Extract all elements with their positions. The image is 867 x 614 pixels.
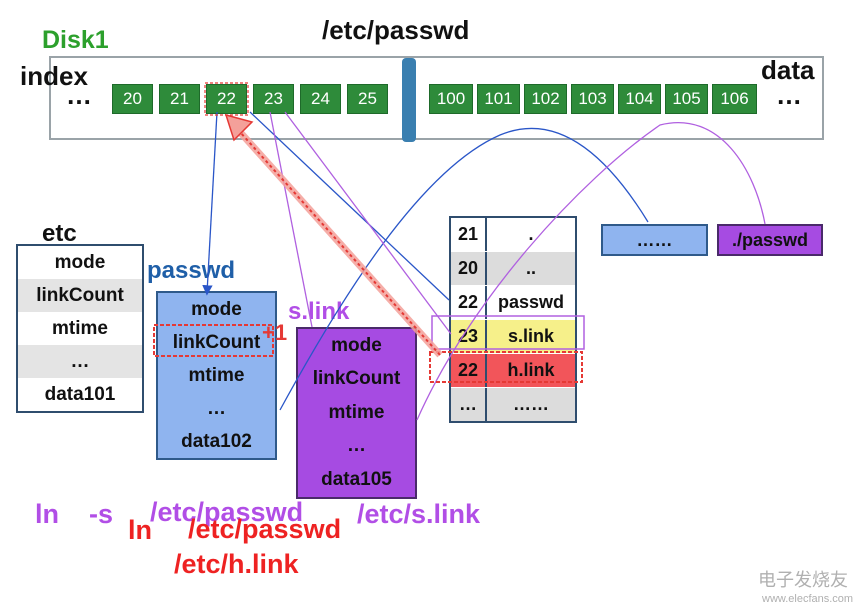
watermark-cn: 电子发烧友: [758, 570, 848, 590]
etc-directory-table: 21 . 20 .. 22 passwd 23 s.link 22 h.link…: [449, 216, 577, 423]
dir-entry-name: passwd: [497, 292, 565, 312]
dir-entry-name: ..: [525, 258, 536, 278]
hardlink-cmd-src: /etc/passwd: [188, 514, 342, 544]
data-label: data: [761, 55, 815, 85]
data-block: 101: [477, 84, 520, 114]
data-block: 103: [571, 84, 614, 114]
inode-field: mtime: [328, 401, 385, 423]
inode-field: data105: [321, 468, 392, 490]
inode-field: linkCount: [18, 279, 142, 312]
data-block: 105: [665, 84, 708, 114]
index-block: 23: [253, 84, 294, 114]
arrow-passwd-to-data102: [279, 127, 649, 411]
inode-field: data101: [44, 383, 116, 405]
linkcount-plus-one: +1: [262, 320, 288, 345]
index-block: 21: [159, 84, 200, 114]
inode-field: mtime: [52, 317, 108, 339]
dir-inode-num: 23: [451, 320, 487, 353]
arrow-block23-to-slink-row: [284, 111, 452, 335]
inode-field: …: [18, 345, 142, 378]
dir-entry: 22 h.link: [451, 353, 575, 387]
inode-field: mode: [54, 251, 106, 273]
inode-field: …: [207, 397, 226, 419]
passwd-inode-label: passwd: [147, 257, 236, 284]
inode-field: linkCount: [172, 331, 261, 353]
inode-field: mode: [191, 298, 242, 320]
dir-inode-num: 22: [451, 354, 487, 387]
arrow-slink-to-data105: [416, 122, 766, 421]
data105-content-box: ./passwd: [717, 224, 823, 256]
dir-inode-num: 20: [451, 252, 487, 285]
dir-entry-name: ……: [513, 394, 549, 414]
hlink-row-highlight: [429, 351, 583, 383]
symlink-cmd-ln: ln: [35, 499, 59, 529]
hardlink-cmd-dst: /etc/h.link: [174, 549, 299, 579]
dir-entry: 21 .: [451, 218, 575, 251]
dir-entry-name: s.link: [507, 326, 555, 346]
index-ellipsis: …: [66, 80, 92, 110]
disk-label: Disk1: [42, 26, 109, 54]
data-block: 104: [618, 84, 661, 114]
arrow-block23-to-slink-inode: [269, 111, 313, 328]
slink-inode: mode linkCount mtime … data105: [296, 327, 417, 499]
passwd-inode: mode linkCount mtime … data102: [156, 291, 277, 460]
index-block: 20: [112, 84, 153, 114]
inode-field: mode: [331, 334, 382, 356]
linkcount-highlight: [153, 324, 274, 357]
etc-dir-label: etc: [42, 220, 77, 247]
dir-entry: 23 s.link: [451, 319, 575, 353]
inode-field: mtime: [188, 364, 245, 386]
dir-entry: 20 ..: [451, 251, 575, 285]
symlink-cmd-flag: -s: [89, 499, 114, 529]
slink-inode-label: s.link: [288, 298, 350, 325]
data-block: 100: [429, 84, 473, 114]
arrow-block22-to-passwd-inode: [202, 111, 218, 296]
dir-inode-num: 21: [451, 218, 487, 251]
index-block: 24: [300, 84, 341, 114]
inode-field: …: [347, 435, 366, 457]
diagram-title: /etc/passwd: [322, 15, 470, 45]
dir-entry-name: .: [528, 224, 534, 244]
inode-field: linkCount: [312, 368, 401, 390]
index-label: index: [20, 61, 88, 91]
data-block: 102: [524, 84, 567, 114]
dir-entry-name: h.link: [507, 360, 555, 380]
watermark-url: www.elecfans.com: [762, 593, 854, 605]
data-ellipsis: …: [776, 80, 802, 110]
index-block: 25: [347, 84, 388, 114]
hardlink-cmd-ln: ln: [128, 515, 152, 545]
index-block: 22: [206, 84, 247, 114]
dir-entry: … ……: [451, 387, 575, 421]
symlink-cmd-src: /etc/passwd: [150, 497, 304, 527]
arrow-dir-passwd-to-block22: [249, 111, 450, 301]
symlink-cmd-dst: /etc/s.link: [357, 499, 481, 529]
index-data-separator: [402, 58, 416, 142]
data102-content-box: ……: [601, 224, 708, 256]
red-arrowhead: [224, 113, 254, 142]
etc-inode: mode linkCount mtime … data101: [16, 244, 144, 413]
dir-entry: 22 passwd: [451, 285, 575, 319]
slink-row-highlight: [431, 315, 585, 350]
block22-highlight: [204, 82, 249, 116]
inode-field: data102: [181, 430, 252, 452]
data-block: 106: [712, 84, 757, 114]
dir-inode-num: …: [451, 388, 487, 421]
